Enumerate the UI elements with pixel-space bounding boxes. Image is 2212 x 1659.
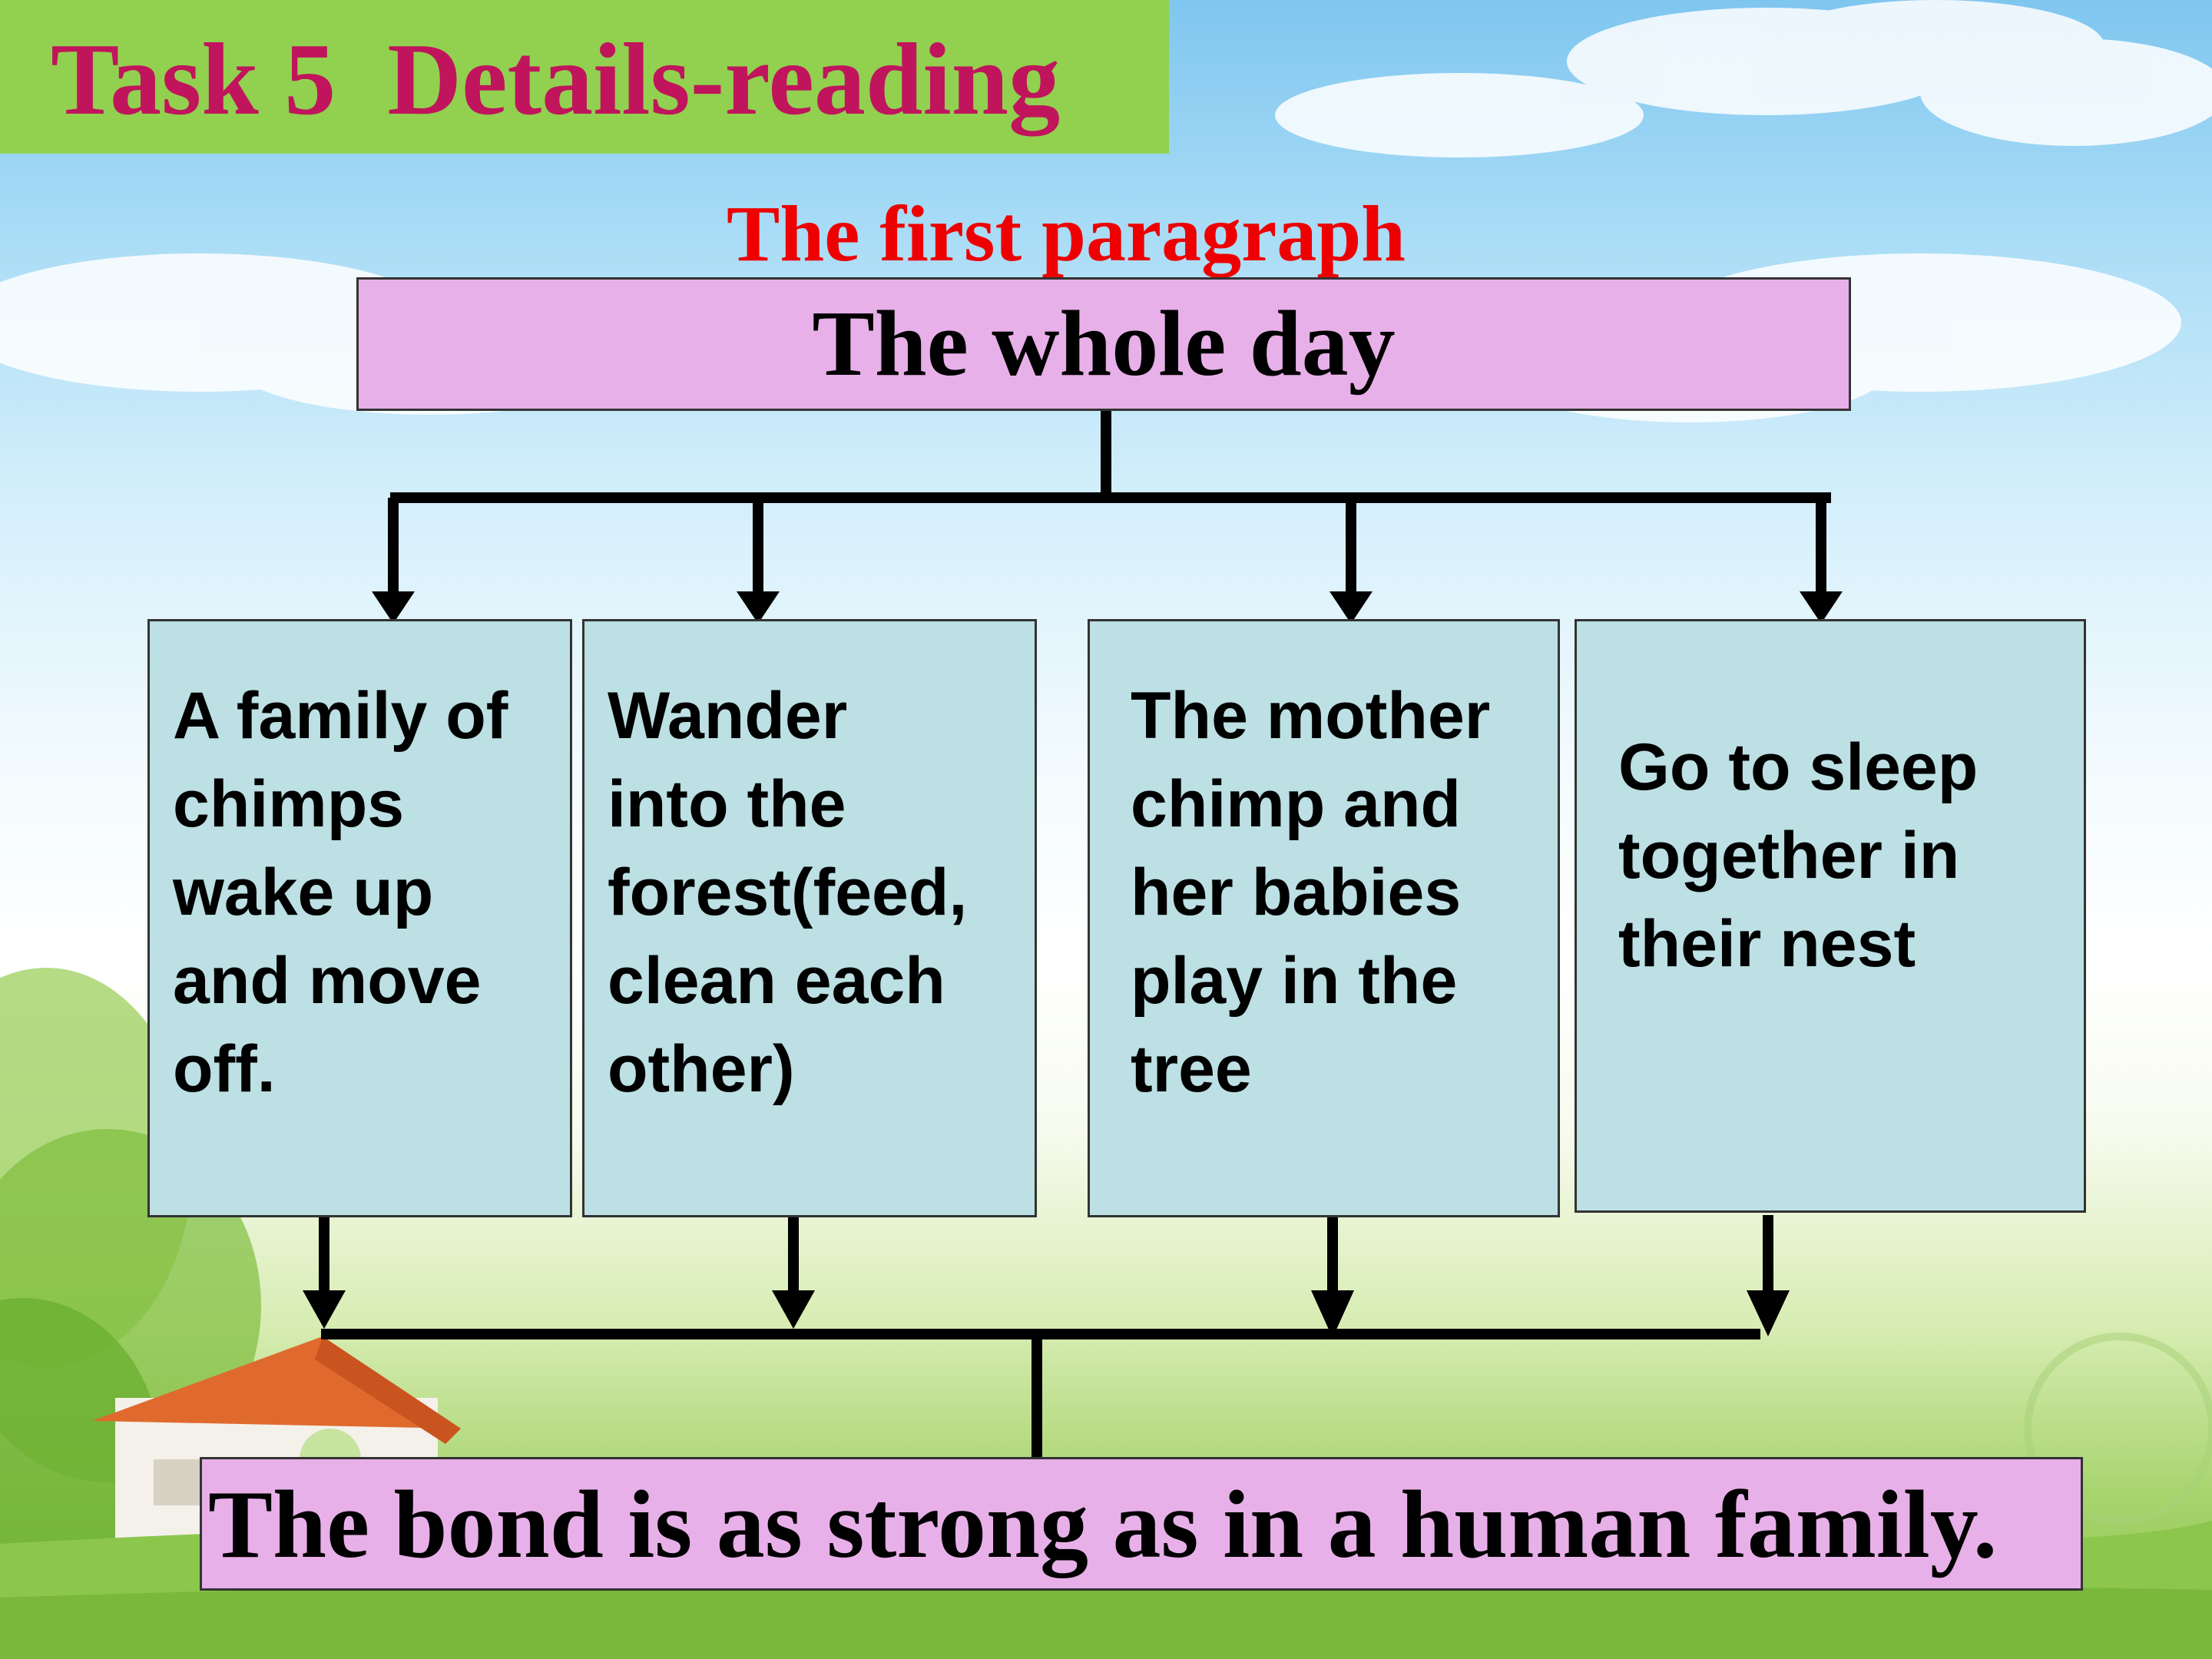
watermark-emblem — [2024, 1333, 2212, 1525]
card-3-text: The mother chimp and her babies play in … — [1131, 672, 1490, 1114]
card-line: A family of — [173, 679, 508, 753]
conclusion-text: The bond is as strong as in a human fami… — [208, 1472, 1998, 1578]
section-subtitle: The first paragraph — [727, 190, 1406, 278]
card-line: Wander — [608, 679, 848, 753]
card-line: wake up — [173, 856, 434, 929]
top-box-label: The whole day — [812, 292, 1396, 396]
card-2-text: Wander into the forest(feed, clean each … — [608, 672, 967, 1114]
card-line: and move — [173, 944, 482, 1018]
card-line: together in — [1618, 819, 1960, 892]
card-4-text: Go to sleep together in their nest — [1618, 724, 1978, 988]
card-1-text: A family of chimps wake up and move off. — [173, 672, 508, 1114]
conclusion-box: The bond is as strong as in a human fami… — [200, 1457, 2083, 1591]
title-bar — [0, 0, 1169, 154]
card-line: The mother — [1131, 679, 1491, 753]
card-line: chimp and — [1131, 767, 1462, 841]
card-line: other) — [608, 1032, 795, 1106]
card-line: into the — [608, 767, 846, 841]
card-line: clean each — [608, 944, 945, 1018]
card-1: A family of chimps wake up and move off. — [147, 619, 572, 1217]
card-3: The mother chimp and her babies play in … — [1088, 619, 1560, 1217]
card-line: off. — [173, 1032, 276, 1106]
card-line: tree — [1131, 1032, 1252, 1106]
card-line: play in the — [1131, 944, 1458, 1018]
top-box: The whole day — [356, 277, 1851, 411]
card-line: Go to sleep — [1618, 730, 1979, 804]
card-line: chimps — [173, 767, 405, 841]
card-2: Wander into the forest(feed, clean each … — [582, 619, 1037, 1217]
card-4: Go to sleep together in their nest — [1575, 619, 2086, 1213]
slide-title: Task 5 Details-reading — [51, 22, 1061, 136]
card-line: their nest — [1618, 907, 1916, 981]
card-line: forest(feed, — [608, 856, 968, 929]
card-line: her babies — [1131, 856, 1462, 929]
